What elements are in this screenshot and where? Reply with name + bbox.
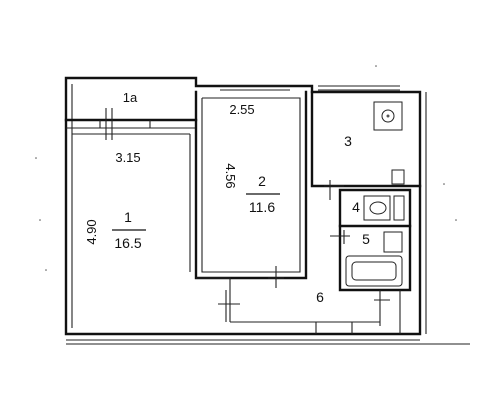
room-1-walls (72, 133, 240, 322)
room-1-number: 1 (124, 209, 132, 225)
speckles (35, 65, 457, 271)
bathtub-icon (345, 255, 403, 287)
room-3-label: 3 (344, 133, 352, 149)
sink-icon (383, 231, 403, 253)
room-2-number: 2 (258, 173, 266, 189)
room-1-width-label: 3.15 (115, 150, 140, 165)
room-4-label: 4 (352, 199, 360, 215)
balcony (64, 108, 198, 140)
stove-icon (373, 101, 403, 131)
toilet-icon (363, 195, 391, 221)
room-1a-label: 1a (123, 90, 138, 105)
room-1-length-label: 4.90 (84, 219, 99, 244)
room-1-area: 16.5 (114, 235, 141, 251)
room-2-area: 11.6 (249, 199, 275, 215)
room-5-label: 5 (362, 231, 370, 247)
room-6-label: 6 (316, 289, 324, 305)
room-2-length-label: 4.56 (223, 163, 238, 188)
kitchen-walls (310, 85, 422, 200)
hall-walls (230, 290, 401, 334)
room-2-walls (194, 85, 308, 288)
room-2-width-label: 2.55 (229, 102, 254, 117)
bathroom-walls (330, 188, 412, 292)
